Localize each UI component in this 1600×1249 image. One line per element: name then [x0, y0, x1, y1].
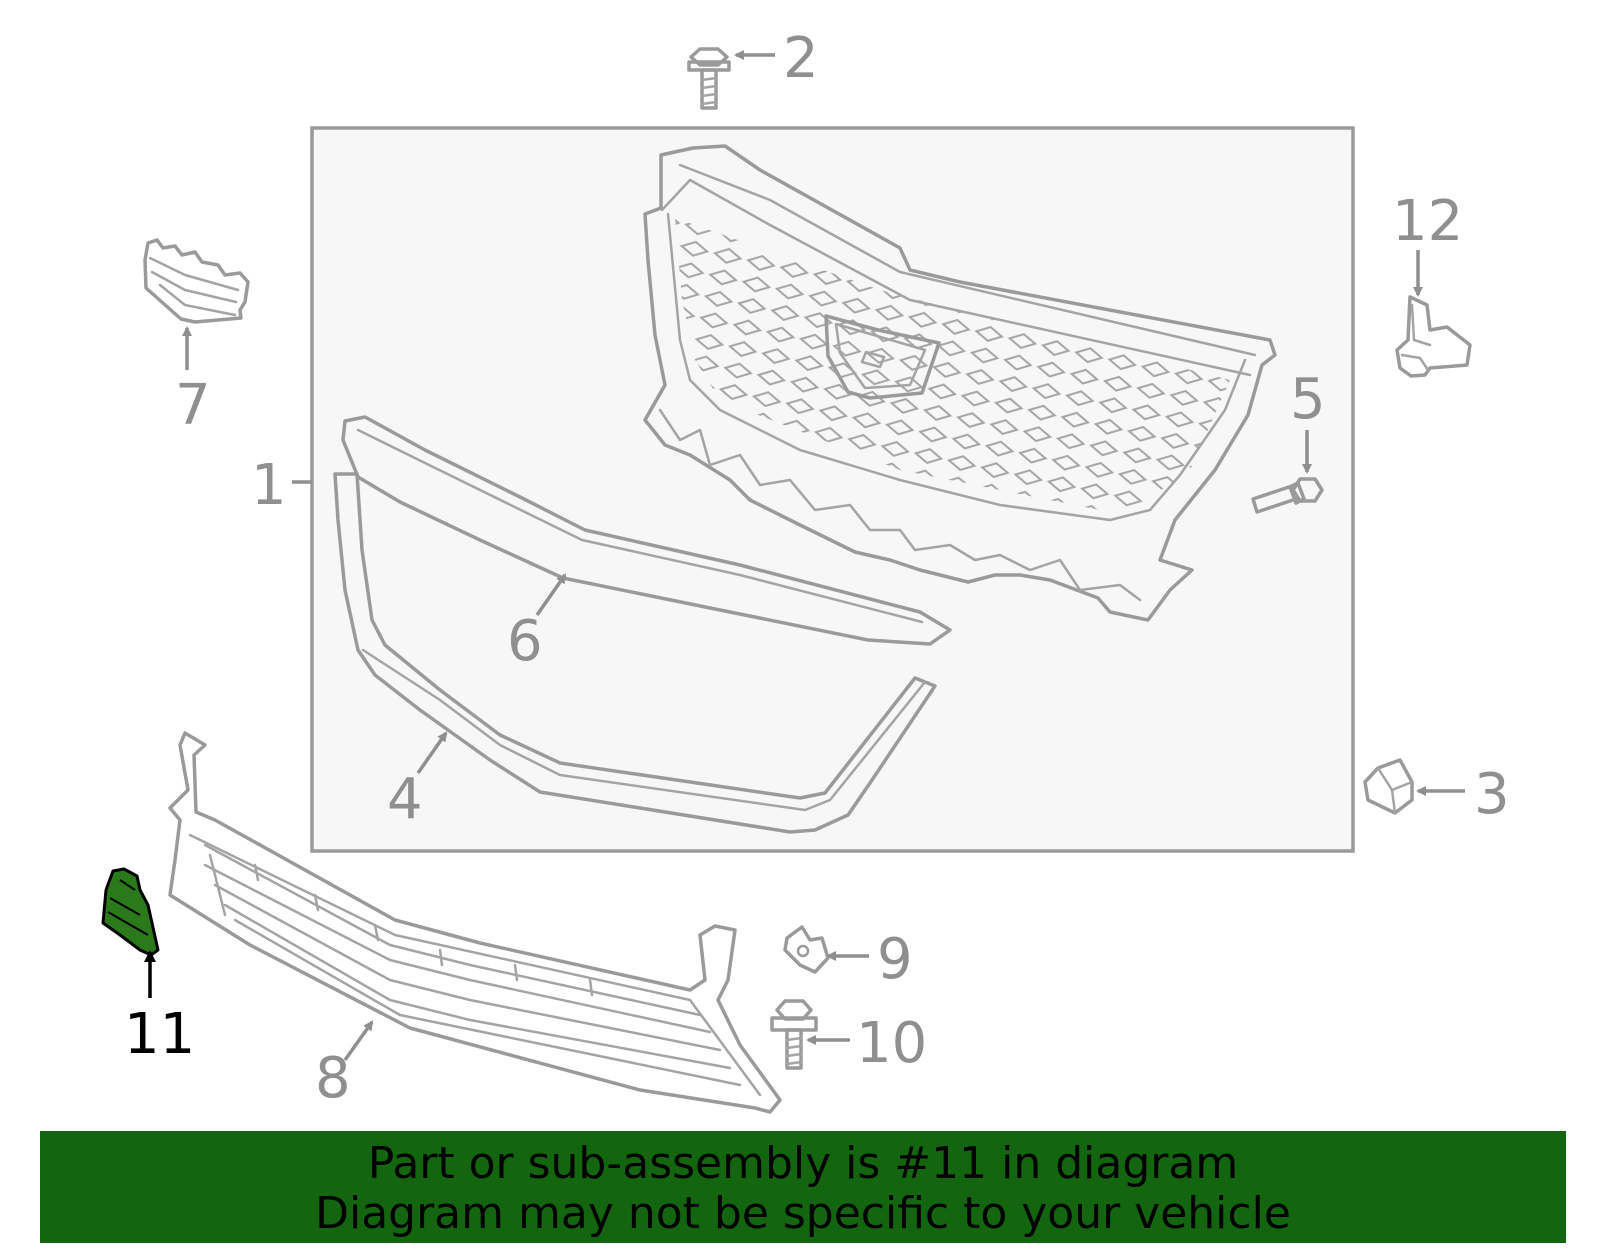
- side-bracket[interactable]: [143, 238, 250, 324]
- lower-bolt[interactable]: [770, 999, 818, 1070]
- banner-line-2: Diagram may not be specific to your vehi…: [315, 1188, 1291, 1239]
- sensor-bracket[interactable]: [1395, 295, 1472, 378]
- upper-bolt[interactable]: [687, 47, 731, 110]
- upper-molding[interactable]: [341, 415, 952, 646]
- callout-6: 6: [507, 609, 543, 674]
- banner-line-1: Part or sub-assembly is #11 in diagram: [367, 1138, 1239, 1189]
- main-grille[interactable]: [643, 144, 1277, 622]
- lower-grille[interactable]: [168, 731, 782, 1114]
- callout-12: 12: [1392, 189, 1463, 254]
- callout-10: 10: [856, 1011, 927, 1076]
- lower-molding[interactable]: [333, 472, 937, 834]
- side-trim-piece[interactable]: [101, 867, 160, 957]
- callout-5: 5: [1290, 367, 1326, 432]
- callout-9: 9: [877, 927, 913, 992]
- callout-4: 4: [387, 767, 423, 832]
- info-banner: Part or sub-assembly is #11 in diagram D…: [40, 1131, 1566, 1243]
- callout-7: 7: [175, 373, 211, 438]
- side-bolt[interactable]: [1251, 477, 1324, 514]
- callout-3: 3: [1474, 762, 1510, 827]
- clip[interactable]: [1363, 758, 1414, 815]
- callout-1: 1: [251, 453, 287, 518]
- nut-clip[interactable]: [783, 925, 830, 974]
- leader-4: [416, 731, 448, 775]
- leader-6: [535, 573, 567, 617]
- leader-8: [343, 1020, 374, 1062]
- callout-11: 11: [124, 1002, 195, 1067]
- assembly-panel: [310, 126, 1355, 853]
- callout-2: 2: [783, 26, 819, 91]
- emblem-plate: [824, 314, 941, 400]
- callout-8: 8: [315, 1046, 351, 1111]
